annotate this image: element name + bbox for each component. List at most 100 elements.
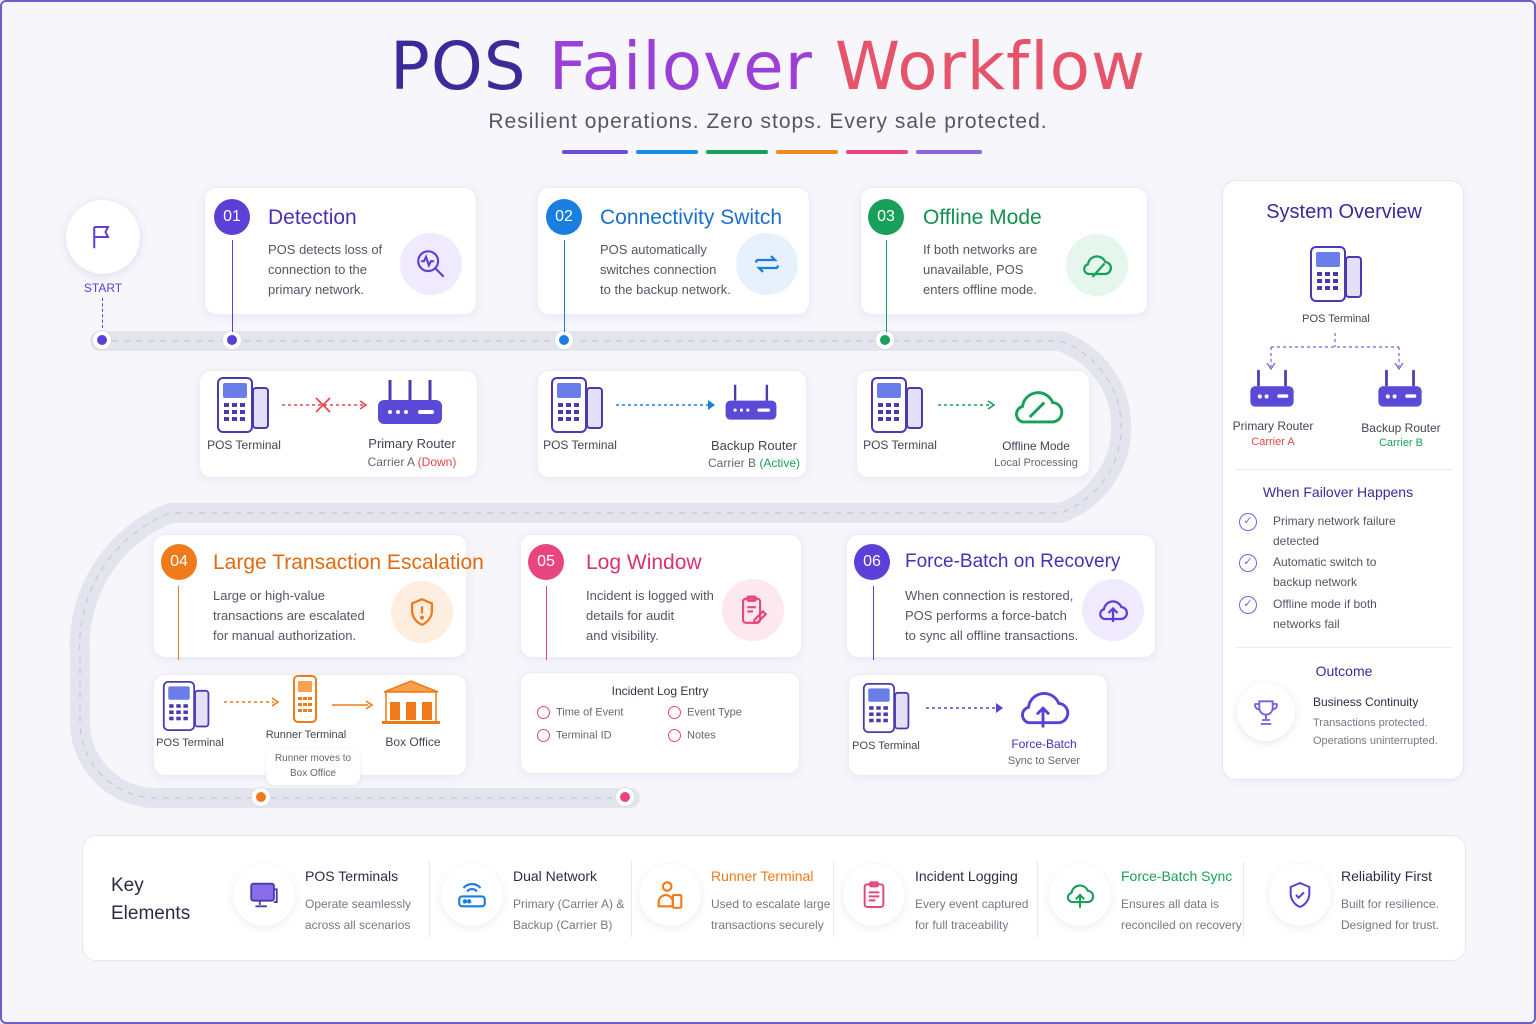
- router-icon: [1249, 367, 1295, 416]
- overview-connector: [1266, 333, 1404, 371]
- check-icon: ✓: [1239, 513, 1257, 531]
- overview-backup-sub: Carrier B: [1378, 437, 1423, 449]
- trophy-icon: [1237, 683, 1295, 741]
- title-word-failover: Failover: [548, 28, 813, 105]
- road-node-05: [616, 788, 634, 806]
- x-failed-link-icon: [282, 397, 368, 413]
- log-field-terminal: Terminal ID: [537, 729, 612, 742]
- pos-terminal-icon: [1309, 245, 1365, 308]
- runner-terminal-icon: [292, 674, 318, 729]
- road-node-01: [223, 331, 241, 349]
- detail-06-right-label: Force-Batch: [1011, 737, 1077, 751]
- cloud-upload-icon: [1082, 579, 1144, 641]
- detail-04-right-label: Box Office: [385, 735, 441, 749]
- outcome-head: Business Continuity: [1313, 695, 1419, 709]
- cloud-upload-icon: [1014, 684, 1072, 735]
- title-word-workflow: Workflow: [834, 28, 1146, 105]
- overview-title: System Overview: [1266, 201, 1422, 223]
- pos-terminal-icon: [216, 376, 272, 439]
- page-subtitle: Resilient operations. Zero stops. Every …: [488, 110, 1048, 133]
- dotted-arrow-icon: [616, 400, 715, 410]
- detail-03-right-sub: Local Processing: [994, 457, 1078, 469]
- clipboard-icon: [843, 864, 905, 926]
- dotted-arrow-icon: [224, 697, 280, 707]
- step-badge-01: 01: [214, 199, 250, 235]
- log-field-time: Time of Event: [537, 706, 623, 719]
- runner-moves-note: Runner moves to Box Office: [266, 749, 360, 785]
- pos-terminal-icon: [870, 376, 926, 439]
- log-field-notes: Notes: [668, 729, 716, 742]
- step-desc-06: When connection is restored,POS performs…: [905, 588, 1079, 643]
- step-badge-06: 06: [854, 544, 890, 580]
- dotted-arrow-icon: [926, 703, 1003, 713]
- detail-01-right-sub: Carrier A (Down): [367, 455, 457, 469]
- title-word-pos: POS: [390, 28, 527, 105]
- pos-terminal-icon: [862, 682, 912, 739]
- step-title-03: Offline Mode: [923, 206, 1042, 229]
- cloud-upload-icon: [1049, 864, 1111, 926]
- road-node-start: [93, 331, 111, 349]
- failover-title: When Failover Happens: [1262, 484, 1414, 500]
- step-badge-03: 03: [868, 199, 904, 235]
- step-badge-02: 02: [546, 199, 582, 235]
- shield-check-icon: [1269, 864, 1331, 926]
- detail-03-right-label: Offline Mode: [1002, 439, 1070, 453]
- search-pulse-icon: [400, 233, 462, 295]
- step-title-05: Log Window: [586, 551, 702, 574]
- dotted-arrow-icon: [938, 400, 996, 410]
- overview-primary-label: Primary Router: [1232, 419, 1314, 433]
- detail-04-middle-label: Runner Terminal: [265, 729, 347, 741]
- road-node-02: [555, 331, 573, 349]
- outcome-line-2: Operations uninterrupted.: [1313, 735, 1438, 747]
- detail-06-right-sub: Sync to Server: [1007, 755, 1081, 767]
- check-icon: ✓: [1239, 554, 1257, 572]
- log-field-type: Event Type: [668, 706, 742, 719]
- step-title-02: Connectivity Switch: [600, 206, 783, 229]
- step-badge-05: 05: [528, 544, 564, 580]
- detail-04-left-label: POS Terminal: [156, 737, 224, 749]
- monitor-icon: [233, 864, 295, 926]
- switch-arrows-icon: [736, 233, 798, 295]
- incident-log-card: [520, 672, 800, 774]
- overview-backup-label: Backup Router: [1361, 421, 1441, 435]
- router-icon: [441, 864, 503, 926]
- shield-alert-icon: [391, 581, 453, 643]
- step-title-01: Detection: [268, 206, 357, 229]
- start-flag-icon: [66, 200, 140, 274]
- cloud-offline-icon: [1066, 234, 1128, 296]
- detail-03-left-label: POS Terminal: [863, 438, 937, 452]
- detail-02-right-sub: Carrier B (Active): [707, 456, 801, 470]
- start-label: START: [83, 281, 123, 295]
- overview-primary-sub: Carrier A: [1251, 436, 1295, 448]
- incident-log-heading: Incident Log Entry: [611, 684, 709, 698]
- pos-terminal-icon: [550, 376, 606, 439]
- system-overview-panel: System Overview POS Terminal Primary Rou…: [1222, 180, 1464, 780]
- detail-06-left-label: POS Terminal: [852, 740, 920, 752]
- step-title-04: Large Transaction Escalation: [213, 551, 484, 574]
- outcome-title: Outcome: [1315, 663, 1373, 679]
- overview-terminal-label: POS Terminal: [1302, 313, 1370, 325]
- detail-01-right-label: Primary Router: [368, 436, 456, 451]
- clipboard-edit-icon: [722, 579, 784, 641]
- pos-terminal-icon: [162, 680, 212, 737]
- cloud-offline-icon: [1008, 380, 1066, 435]
- step-badge-04: 04: [161, 544, 197, 580]
- router-icon: [1377, 367, 1423, 416]
- check-icon: ✓: [1239, 596, 1257, 614]
- router-icon: [376, 378, 444, 433]
- step-title-06: Force-Batch on Recovery: [905, 551, 1121, 572]
- road-node-03: [876, 331, 894, 349]
- page-title: POS Failover Workflow: [0, 28, 1536, 105]
- detail-01-left-label: POS Terminal: [207, 438, 281, 452]
- detail-02-right-label: Backup Router: [711, 438, 797, 453]
- runner-icon: [639, 864, 701, 926]
- arrow-right-icon: [332, 700, 374, 710]
